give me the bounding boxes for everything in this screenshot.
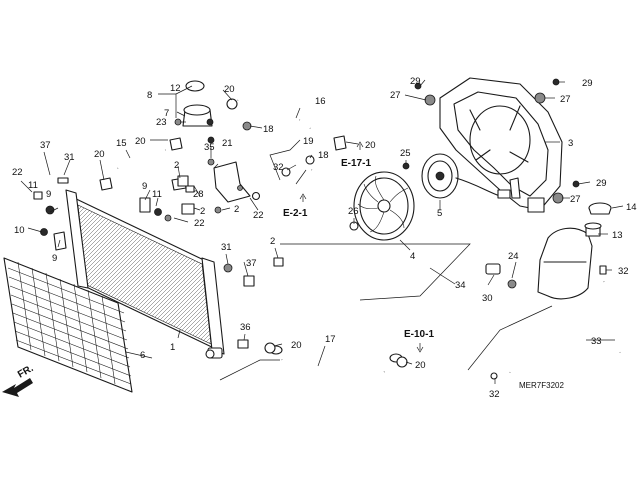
callout-7: 7	[164, 108, 169, 119]
callout-20: 20	[94, 149, 105, 160]
callout-16: 16	[315, 96, 326, 107]
callout-6: 6	[140, 350, 145, 361]
callout-4: 4	[410, 251, 415, 262]
callout-2: 2	[234, 204, 239, 215]
callout-35: 35	[204, 142, 215, 153]
callout-20: 20	[135, 136, 146, 147]
callout-27: 27	[390, 90, 401, 101]
tubes	[311, 168, 622, 373]
cooling-fan	[353, 171, 415, 241]
fan-motor	[421, 153, 511, 199]
callout-21: 21	[222, 138, 233, 149]
leader-lines	[20, 79, 624, 384]
callout-13: 13	[612, 230, 623, 241]
upper-hoses	[115, 82, 342, 171]
callout-20: 20	[365, 140, 376, 151]
callout-23: 23	[156, 117, 167, 128]
callout-37: 37	[40, 140, 51, 151]
callout-22: 22	[12, 167, 23, 178]
callout-32: 32	[273, 162, 284, 173]
callout-10: 10	[14, 225, 25, 236]
front-direction-label: FR.	[16, 363, 36, 381]
callout-24: 24	[508, 251, 519, 262]
reference-e2-1: E-2-1	[283, 208, 308, 219]
callout-31: 31	[221, 242, 232, 253]
radiator-grille	[3, 257, 133, 393]
callout-20: 20	[291, 340, 302, 351]
callout-34: 34	[455, 280, 466, 291]
callout-32: 32	[489, 389, 500, 400]
callout-2: 2	[270, 236, 275, 247]
callout-17: 17	[325, 334, 336, 345]
callout-27: 27	[570, 194, 581, 205]
reserve-tank	[537, 222, 602, 300]
callout-1: 1	[170, 342, 175, 353]
reserve-tank-cap	[588, 202, 612, 215]
reference-arrow-e10-1	[416, 343, 424, 353]
callout-8: 8	[147, 90, 152, 101]
callout-9: 9	[142, 181, 147, 192]
callout-31: 31	[64, 152, 75, 163]
callout-5: 5	[437, 208, 442, 219]
reference-e17-1: E-17-1	[341, 158, 371, 169]
callout-22: 22	[253, 210, 264, 221]
callout-20: 20	[224, 84, 235, 95]
callout-11: 11	[28, 180, 38, 191]
callout-19: 19	[303, 136, 314, 147]
callout-29: 29	[582, 78, 593, 89]
part-code: MER7F3202	[519, 381, 564, 390]
reference-arrow-e17-1	[356, 141, 364, 150]
callout-9: 9	[46, 189, 51, 200]
callout-33: 33	[591, 336, 602, 347]
callout-9: 9	[52, 253, 57, 264]
front-direction-arrow: FR.	[2, 363, 36, 397]
callout-11: 11	[152, 189, 162, 200]
callout-18: 18	[263, 124, 274, 135]
callout-29: 29	[410, 76, 421, 87]
callout-3: 3	[568, 138, 573, 149]
radiator-cap-housing	[169, 80, 214, 151]
callout-22: 22	[194, 218, 205, 229]
reference-arrow-e2-1	[299, 193, 307, 202]
radiator	[65, 189, 225, 359]
callout-18: 18	[318, 150, 329, 161]
callout-15: 15	[116, 138, 127, 149]
thermostat-bracket	[171, 161, 251, 203]
callout-numbers: 1 2 2 2 2 3 4 5 6 7 8 9 9 9 10 11 11 12 …	[12, 76, 637, 400]
callout-12: 12	[170, 83, 181, 94]
callout-29: 29	[596, 178, 607, 189]
reference-e10-1: E-10-1	[404, 329, 434, 340]
callout-26: 26	[348, 206, 359, 217]
callout-20: 20	[415, 360, 426, 371]
callout-37: 37	[246, 258, 257, 269]
fasteners	[33, 78, 607, 380]
callout-32: 32	[618, 266, 629, 277]
callout-27: 27	[560, 94, 571, 105]
lower-hose	[269, 345, 403, 395]
callout-36: 36	[240, 322, 251, 333]
callout-14: 14	[626, 202, 637, 213]
callout-2: 2	[200, 206, 205, 217]
callout-28: 28	[193, 189, 204, 200]
fan-shroud	[439, 77, 563, 213]
callout-25: 25	[400, 148, 411, 159]
callout-2: 2	[174, 160, 179, 171]
callout-30: 30	[482, 293, 493, 304]
